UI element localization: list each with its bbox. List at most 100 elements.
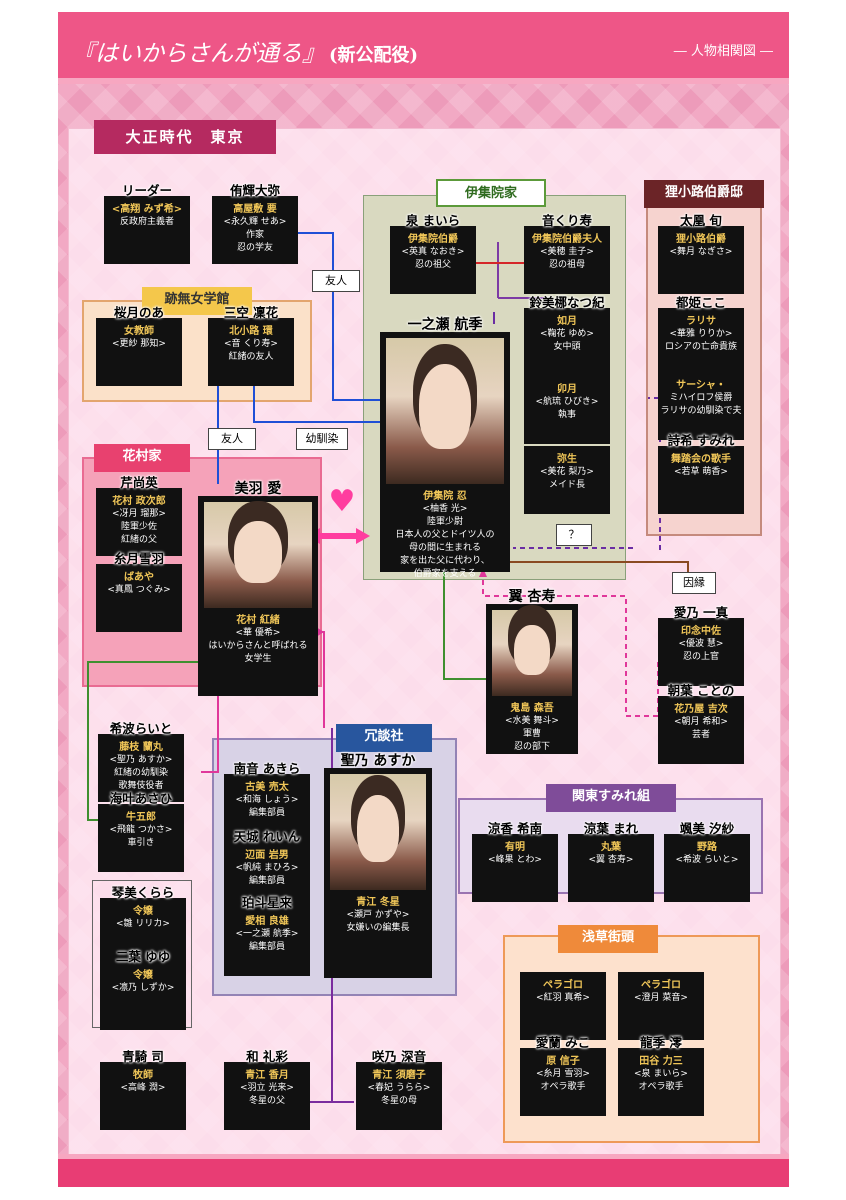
card-airan: 原 信子<糸月 雪羽>オペラ歌手 xyxy=(520,1048,606,1116)
card-line: 伊集院 忍 xyxy=(423,491,467,502)
portrait-figure xyxy=(419,364,471,449)
card-line: 野路 xyxy=(697,842,717,853)
card-line: 軍曹 xyxy=(522,729,541,739)
actor-name: 南音 あきら xyxy=(233,761,301,776)
card-futaba: 令嬢<凛乃 しずか> xyxy=(100,962,186,1030)
card-line: <鞠花 ゆめ> xyxy=(540,329,594,339)
card-line: 執事 xyxy=(557,410,576,420)
actor-name: 美羽 愛 xyxy=(234,481,282,497)
card-line: サーシャ・ xyxy=(676,380,726,391)
card-line: <聖乃 あすか> xyxy=(109,755,173,765)
actor-name: 音くり寿 xyxy=(541,213,592,228)
card-leader: <高翔 みず希>反政府主義者 xyxy=(104,196,190,264)
card-line: 青江 香月 xyxy=(245,1070,289,1081)
actor-name: 珀斗星来 xyxy=(241,895,292,910)
actor-name: 涼葉 まれ xyxy=(583,821,639,836)
card-line: 高屋敷 要 xyxy=(233,204,277,215)
actor-name: 侑輝大弥 xyxy=(229,183,280,198)
card-seino: 青江 冬星<瀬戸 かずや>女嫌いの編集長 xyxy=(324,768,432,978)
card-line: ペラゴロ xyxy=(543,980,583,991)
actor-name: 翼 杏寿 xyxy=(508,589,556,605)
card-line: 牧師 xyxy=(133,1070,153,1081)
card-line: はいからさんと呼ばれる xyxy=(208,641,308,651)
card-line: <峰果 とわ> xyxy=(488,855,542,865)
card-line: 愛相 良雄 xyxy=(245,916,289,927)
actor-name: 愛蘭 みこ xyxy=(535,1035,591,1050)
card-line: <春妃 うらら> xyxy=(367,1083,431,1093)
card-line: 女嫌いの編集長 xyxy=(346,923,410,933)
card-line: 狸小路伯爵 xyxy=(676,234,726,245)
card-line: <美花 梨乃> xyxy=(540,467,594,477)
card-line: 紅緒の友人 xyxy=(228,352,274,362)
card-line: 忍の祖父 xyxy=(414,260,451,270)
relation-question: ？ xyxy=(556,524,592,546)
card-line: 編集部員 xyxy=(248,942,285,952)
card-line: <高峰 潤> xyxy=(120,1083,166,1093)
card-line: <水美 舞斗> xyxy=(505,716,559,726)
card-line: 古美 売太 xyxy=(245,782,289,793)
portrait-figure xyxy=(514,625,550,676)
heart-icon: ♥ xyxy=(328,484,356,519)
card-line: ラリサ xyxy=(686,316,716,327)
card-line: 冬星の母 xyxy=(380,1096,417,1106)
portrait-figure xyxy=(234,521,282,583)
actor-name: 颯美 汐紗 xyxy=(679,821,735,836)
card-line: 母の間に生まれる xyxy=(408,543,481,553)
card-line: メイド長 xyxy=(548,480,585,490)
header-bar: 『はいからさんが通る』(新公配役) ― 人物相関図 ― xyxy=(58,12,789,84)
card-line: <朝月 希和> xyxy=(674,717,728,727)
card-ichinose: 伊集院 忍<柚香 光>陸軍少尉日本人の父とドイツ人の母の間に生まれる家を出た父に… xyxy=(380,332,510,579)
card-ryukimi: 田谷 力三<泉 まいら>オペラ歌手 xyxy=(618,1048,704,1116)
card-line: <澄月 菜音> xyxy=(634,993,688,1003)
chart-subtitle: (新公配役) xyxy=(329,45,419,66)
card-line: <凛乃 しずか> xyxy=(111,983,175,993)
actor-name: 朝葉 ことの xyxy=(667,683,735,698)
card-line: ロシアの亡命貴族 xyxy=(664,342,737,352)
group-kanto-label: 関東すみれ組 xyxy=(546,784,676,812)
actor-name: 龍季 澪 xyxy=(640,1035,682,1050)
card-line: 女学生 xyxy=(244,654,272,664)
card-nyoze: 如月<鞠花 ゆめ>女中頭 xyxy=(524,308,610,376)
card-line: <冴月 瑠那> xyxy=(112,509,166,519)
card-line: 家を出た父に代わり、 xyxy=(400,556,490,566)
card-umikano: 牛五郎<飛龍 つかさ>車引き xyxy=(98,804,184,872)
card-line: <糸月 雪羽> xyxy=(536,1069,590,1079)
relation-friend-2: 友人 xyxy=(208,428,256,450)
card-tazaki: 狸小路伯爵<舞月 なぎさ> xyxy=(658,226,744,294)
actor-name: 希波らいと xyxy=(109,721,173,736)
actor-name: 海叶あさひ xyxy=(109,791,173,806)
card-line: 伯爵家を支える xyxy=(413,569,477,579)
card-yayoi: 弥生<美花 梨乃>メイド長 xyxy=(524,446,610,514)
card-line: 青江 冬星 xyxy=(356,897,400,908)
card-line: <飛龍 つかさ> xyxy=(109,825,173,835)
chart-subheading: ― 人物相関図 ― xyxy=(673,44,773,59)
card-line: 女教師 xyxy=(124,326,154,337)
actor-name: 詩希 すみれ xyxy=(667,433,735,448)
card-line: 反政府主義者 xyxy=(119,217,174,227)
card-seri: 花村 政次郎<冴月 瑠那>陸軍少佐紅緒の父 xyxy=(96,488,182,556)
chart-title: 『はいからさんが通る』(新公配役) xyxy=(72,41,419,67)
card-line: 令嬢 xyxy=(133,906,153,917)
card-line: <希波 らいと> xyxy=(675,855,739,865)
actor-name: 都姫ここ xyxy=(675,295,726,310)
card-line: 日本人の父とドイツ人の xyxy=(395,530,495,540)
group-ijuin-label: 伊集院家 xyxy=(436,179,546,207)
card-line: 牛五郎 xyxy=(126,812,156,823)
card-line: 忍の祖母 xyxy=(548,260,585,270)
card-line: 忍の上官 xyxy=(682,652,719,662)
group-hanamura-label: 花村家 xyxy=(94,444,190,472)
card-line: <泉 まいら> xyxy=(634,1069,688,1079)
relation-inen: 因縁 xyxy=(672,572,716,594)
card-line: 有明 xyxy=(505,842,525,853)
card-line: 忍の学友 xyxy=(236,243,273,253)
card-line: 芸者 xyxy=(691,730,710,740)
card-sakuno: 青江 須磨子<春妃 うらら>冬星の母 xyxy=(356,1062,442,1130)
actor-name: 青騎 司 xyxy=(122,1049,164,1064)
card-line: 如月 xyxy=(557,316,577,327)
card-line: 冬星の父 xyxy=(248,1096,285,1106)
card-izumi: 伊集院伯爵<英真 なおき>忍の祖父 xyxy=(390,226,476,294)
card-ikumi: 野路 <希波 らいと> xyxy=(664,834,750,902)
card-line: 北小路 環 xyxy=(229,326,273,337)
card-line: 編集部員 xyxy=(248,876,285,886)
card-aino: 印念中佐<優波 慧>忍の上官 xyxy=(658,618,744,686)
